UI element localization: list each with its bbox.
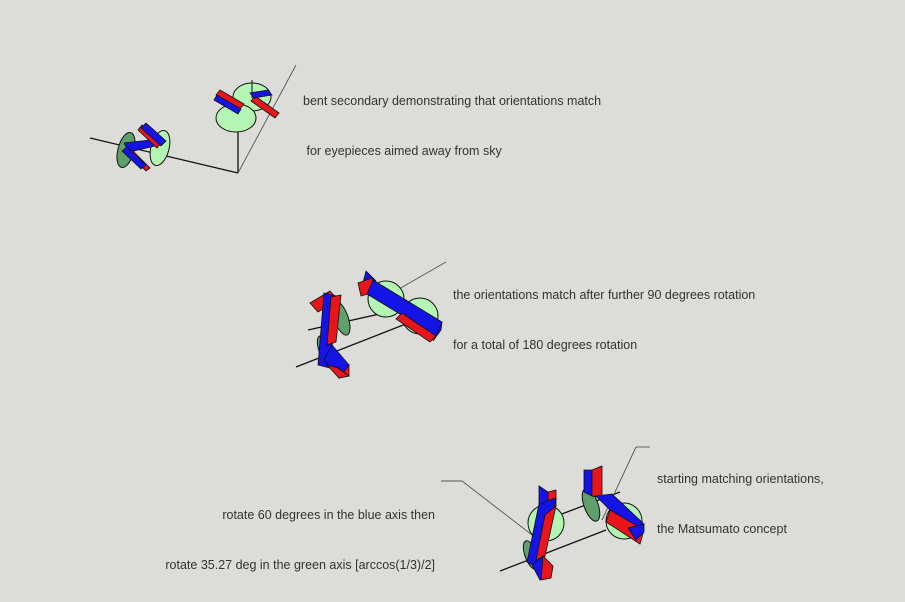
middle-right-mirror-blue-edge [432, 321, 443, 342]
middle-assembly [295, 261, 447, 379]
top-leader-line [237, 64, 297, 174]
annotation-top: bent secondary demonstrating that orient… [303, 60, 601, 192]
bottom-right-mirror-blue-top [583, 469, 593, 497]
bottom-right-mirror-red-top [591, 465, 603, 499]
bottom-axis-lower [499, 529, 607, 572]
annotation-top-line1: bent secondary demonstrating that orient… [303, 94, 602, 108]
bottom-left-leader-diag [461, 480, 546, 546]
annotation-bottom-left: rotate 60 degrees in the blue axis then … [165, 474, 435, 602]
annotation-middle: the orientations match after further 90 … [453, 254, 755, 386]
middle-left-mirror-red-base [325, 364, 350, 379]
top-right-mirror-blue [213, 94, 242, 115]
annotation-middle-line1: the orientations match after further 90 … [453, 288, 756, 302]
middle-axis-lower [295, 319, 417, 368]
top-left-mirror-blue-2 [140, 122, 167, 147]
top-left-mirror-blue-3 [121, 146, 147, 170]
top-right-mirror-blue-2 [249, 89, 273, 99]
annotation-bottom-right-line1: starting matching orientations, [657, 472, 824, 486]
middle-right-mirror-red [395, 312, 437, 343]
bottom-right-mirror-blue-edge [627, 523, 645, 541]
annotation-top-line2: for eyepieces aimed away from sky [303, 143, 502, 158]
top-right-mirror-red-2 [250, 95, 280, 119]
annotation-bottom-right-line2: the Matsumato concept [657, 521, 787, 536]
top-assembly [89, 64, 297, 174]
annotation-bottom-left-line2: rotate 35.27 deg in the green axis [arcc… [165, 557, 435, 572]
annotation-bottom-right: starting matching orientations, the Mats… [657, 438, 824, 570]
annotation-middle-line2: for a total of 180 degrees rotation [453, 337, 638, 352]
bottom-left-mirror-red [535, 504, 557, 561]
bottom-assembly [441, 446, 650, 581]
middle-left-mirror-red-mid [326, 294, 342, 346]
bottom-left-mirror-red-bottom [540, 555, 554, 581]
annotation-bottom-left-line1: rotate 60 degrees in the blue axis then [222, 508, 435, 522]
